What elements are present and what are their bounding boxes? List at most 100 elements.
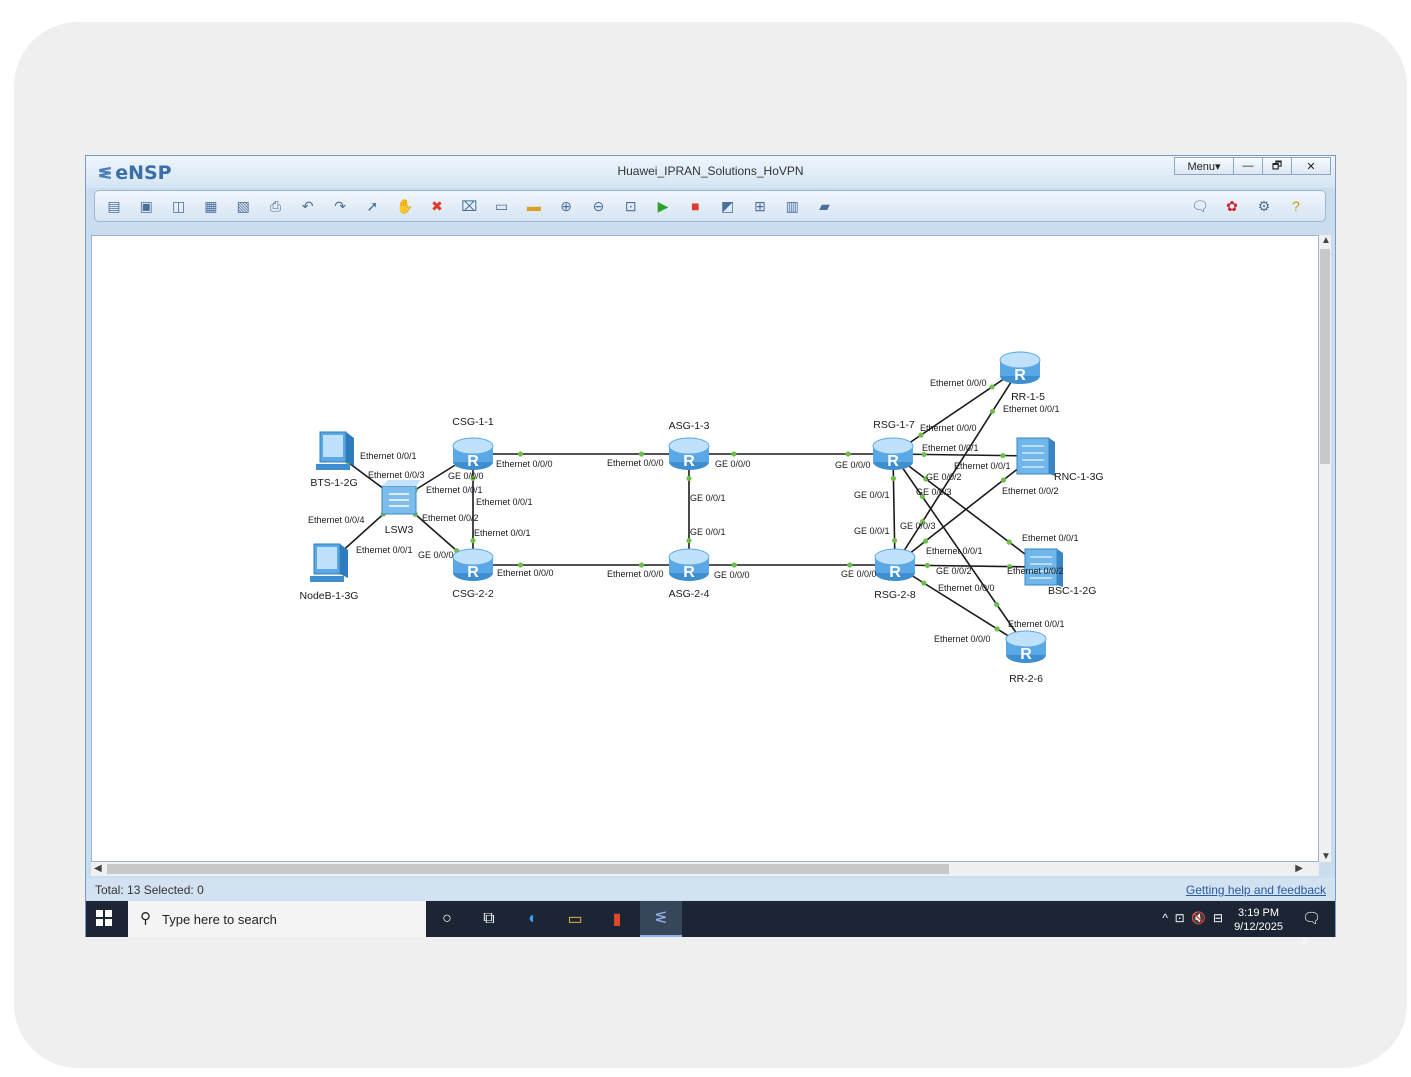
device-rsg-1-7[interactable]: R bbox=[872, 437, 914, 470]
device-rnc-1-3g[interactable] bbox=[1016, 437, 1055, 476]
link-endpoint-dot bbox=[517, 562, 524, 568]
vertical-scroll-thumb[interactable] bbox=[1320, 249, 1330, 464]
capture-icon[interactable]: ◩ bbox=[721, 197, 735, 214]
stop-device-icon[interactable]: ■ bbox=[691, 198, 700, 214]
device-asg-2-4[interactable]: R bbox=[668, 548, 710, 581]
add-shape-icon[interactable]: ▬ bbox=[526, 198, 541, 214]
topology-icon[interactable]: ⊞ bbox=[754, 197, 766, 214]
device-rr-1-5[interactable]: R bbox=[999, 351, 1041, 384]
windows-start-icon[interactable] bbox=[96, 910, 112, 926]
link-endpoint-dot bbox=[517, 451, 524, 457]
print-icon[interactable]: ⎙ bbox=[269, 197, 282, 214]
fit-window-icon[interactable]: ⊡ bbox=[624, 197, 637, 214]
open-icon[interactable]: ◫ bbox=[171, 197, 186, 214]
toolbar: ▤ ▣ ◫ ▦ ▧ ⎙ ↶ ↷ ➚ ✋ ✖ ⌧ ▭ ▬ ⊕ ⊖ ⊡ ▶ ■ ◩ ⊞ ▥ ▰ 🗨 ✿ ⚙? bbox=[94, 190, 1326, 222]
search-placeholder: Type here to search bbox=[162, 912, 277, 927]
port-label: GE 0/0/0 bbox=[714, 570, 750, 580]
help-feedback-link[interactable]: Getting help and feedback bbox=[1185, 883, 1326, 897]
settings-icon[interactable]: ⚙ bbox=[1257, 197, 1271, 214]
link-RSG-1-7-RNC-1-3G[interactable] bbox=[892, 453, 1035, 457]
link-RSG-1-7-BSC-1-2G[interactable] bbox=[892, 453, 1043, 568]
delete-all-links-icon[interactable]: ⌧ bbox=[461, 197, 478, 214]
ensp-logo-icon: ᓬ bbox=[98, 164, 113, 183]
status-bar: Total: 13 Selected: 0 Getting help and f… bbox=[86, 878, 1335, 900]
horizontal-scroll-thumb[interactable] bbox=[107, 864, 949, 874]
select-icon[interactable]: ➚ bbox=[366, 197, 379, 214]
port-label: Ethernet 0/0/3 bbox=[368, 470, 425, 480]
delete-icon[interactable]: ✖ bbox=[431, 197, 443, 214]
port-label: Ethernet 0/0/0 bbox=[497, 568, 554, 578]
svg-text:R: R bbox=[1020, 646, 1032, 663]
device-nodeb-1-3g[interactable] bbox=[310, 543, 348, 582]
clock[interactable]: 3:19 PM 9/12/2025 bbox=[1234, 907, 1283, 933]
device-bsc-1-2g[interactable] bbox=[1024, 548, 1063, 587]
redo-icon[interactable]: ↷ bbox=[334, 197, 346, 214]
task-view-icon[interactable]: ⧉ bbox=[483, 910, 495, 927]
link-RSG-2-8-RR-1-5[interactable] bbox=[894, 367, 1021, 566]
device-rr-2-6[interactable]: R bbox=[1005, 630, 1047, 663]
scroll-up-icon[interactable]: ▲ bbox=[1321, 235, 1331, 246]
link-endpoint-dot bbox=[918, 432, 924, 438]
device-asg-1-3[interactable]: R bbox=[668, 437, 710, 470]
device-csg-2-2[interactable]: R bbox=[452, 548, 494, 581]
horizontal-scrollbar[interactable]: ◀ ▶ bbox=[91, 862, 1319, 876]
port-label: Ethernet 0/0/1 bbox=[922, 443, 979, 453]
pan-hand-icon[interactable]: ✋ bbox=[395, 197, 414, 214]
start-device-icon[interactable]: ▶ bbox=[657, 197, 669, 214]
tray-icons[interactable]: ^ ⊡ 🔇 ⊟ bbox=[1162, 911, 1223, 925]
new-topology-icon[interactable]: ▤ bbox=[107, 197, 121, 214]
taskbar-search-box[interactable]: ⚲ Type here to search bbox=[128, 901, 426, 937]
minimize-button[interactable]: — bbox=[1233, 157, 1263, 175]
huawei-icon[interactable]: ✿ bbox=[1226, 197, 1238, 214]
link-RSG-2-8-BSC-1-2G[interactable] bbox=[894, 564, 1043, 568]
office-icon[interactable]: ▮ bbox=[612, 911, 622, 928]
link-endpoint-dot bbox=[1006, 539, 1012, 545]
undo-icon[interactable]: ↶ bbox=[301, 197, 314, 214]
device-bts-1-2g[interactable] bbox=[316, 431, 354, 470]
file-explorer-icon[interactable]: ▭ bbox=[567, 911, 583, 928]
add-text-icon[interactable]: ▭ bbox=[494, 197, 509, 214]
scroll-down-icon[interactable]: ▼ bbox=[1321, 851, 1331, 862]
link-RSG-2-8-RNC-1-3G[interactable] bbox=[894, 455, 1035, 566]
ensp-taskbar-icon[interactable]: ᓬ bbox=[640, 901, 682, 937]
notification-icon[interactable]: 🗨2 bbox=[1301, 910, 1321, 946]
svg-text:R: R bbox=[889, 564, 901, 581]
port-label: Ethernet 0/0/1 bbox=[360, 451, 417, 461]
menu-button[interactable]: Menu▾ bbox=[1174, 157, 1234, 175]
save-as-icon[interactable]: ▧ bbox=[236, 197, 250, 214]
grid-icon[interactable]: ▥ bbox=[785, 197, 799, 214]
cli-icon[interactable]: ▰ bbox=[819, 197, 830, 214]
save-icon[interactable]: ▦ bbox=[204, 197, 218, 214]
link-endpoint-dot bbox=[845, 451, 851, 457]
link-RSG-1-7-RSG-2-8[interactable] bbox=[892, 453, 896, 566]
port-label: Ethernet 0/0/0 bbox=[496, 459, 553, 469]
link-RSG-2-8-RR-2-6[interactable] bbox=[894, 564, 1027, 648]
forum-icon[interactable]: 🗨 bbox=[1191, 197, 1209, 214]
device-label: RSG-1-7 bbox=[873, 419, 915, 431]
restore-button[interactable]: 🗗 bbox=[1262, 157, 1292, 175]
port-label: Ethernet 0/0/1 bbox=[1008, 619, 1065, 629]
scroll-left-icon[interactable]: ◀ bbox=[94, 863, 102, 874]
device-rsg-2-8[interactable]: R bbox=[874, 548, 916, 581]
zoom-in-icon[interactable]: ⊕ bbox=[560, 197, 573, 214]
help-icon[interactable]: ? bbox=[1292, 198, 1300, 214]
link-RSG-1-7-RR-1-5[interactable] bbox=[892, 367, 1021, 455]
new-device-icon[interactable]: ▣ bbox=[139, 197, 153, 214]
close-button[interactable]: ✕ bbox=[1291, 157, 1331, 175]
topology-diagram[interactable]: RCSG-1-1RCSG-2-2RASG-1-3RASG-2-4RRSG-1-7… bbox=[92, 236, 1319, 862]
edge-browser-icon[interactable]: ◐ bbox=[528, 910, 538, 927]
link-endpoint-dot bbox=[1000, 477, 1007, 483]
device-csg-1-1[interactable]: R bbox=[452, 437, 494, 470]
link-RSG-1-7-RR-2-6[interactable] bbox=[892, 453, 1027, 648]
scroll-right-icon[interactable]: ▶ bbox=[1295, 863, 1303, 874]
zoom-out-icon[interactable]: ⊖ bbox=[592, 197, 605, 214]
cortana-icon[interactable]: ○ bbox=[442, 910, 452, 927]
link-endpoint-dot bbox=[686, 475, 692, 482]
vertical-scrollbar[interactable]: ▲ ▼ bbox=[1319, 235, 1331, 862]
link-endpoint-dot bbox=[470, 537, 476, 544]
device-lsw3[interactable] bbox=[381, 480, 421, 515]
link-endpoint-dot bbox=[923, 476, 929, 482]
